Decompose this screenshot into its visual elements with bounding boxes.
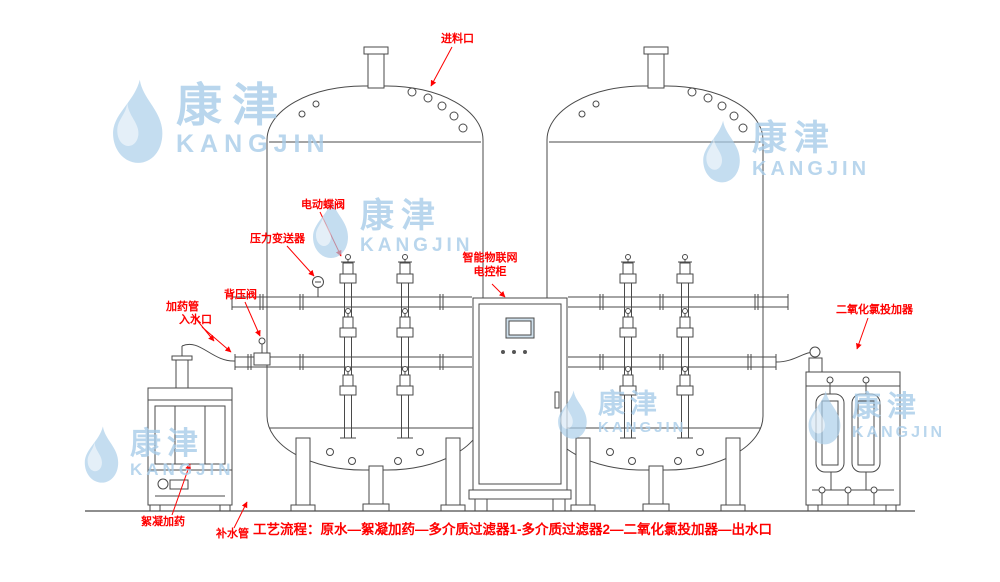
- pressure-transmitter-instrument: [312, 276, 324, 297]
- dosing-hose: [181, 343, 236, 362]
- label-iot-cabinet-line1: 智能物联网: [462, 252, 518, 264]
- label-dosing-pipe: 加药管: [166, 301, 199, 313]
- label-clo2-doser: 二氧化氯投加器: [836, 304, 913, 316]
- label-water-inlet: 入水口: [179, 314, 212, 326]
- right-filter-tank: [546, 46, 764, 512]
- label-back-pressure-valve: 背压阀: [224, 289, 257, 301]
- pipe-manifolds: [231, 294, 789, 370]
- label-makeup-water-pipe: 补水管: [216, 528, 249, 540]
- back-pressure-valve-symbol: [253, 337, 271, 366]
- control-cabinet: [468, 297, 572, 512]
- label-electric-butterfly-valve: 电动蝶阀: [301, 199, 345, 211]
- process-flow-text: 工艺流程：原水—絮凝加药—多介质过滤器1-多介质过滤器2—二氧化氯投加器—出水口: [253, 522, 773, 537]
- label-iot-cabinet-line2: 电控柜: [473, 265, 507, 278]
- clo2-dosing-skid: [805, 346, 901, 512]
- flocculant-dosing-skid: [147, 346, 233, 512]
- label-iot-cabinet: 智能物联网 电控柜: [452, 252, 528, 280]
- label-pressure-transmitter: 压力变送器: [250, 233, 305, 245]
- left-filter-tank: [266, 46, 484, 512]
- label-flocculant-dosing: 絮凝加药: [141, 516, 185, 528]
- label-feed-inlet: 进料口: [441, 33, 474, 45]
